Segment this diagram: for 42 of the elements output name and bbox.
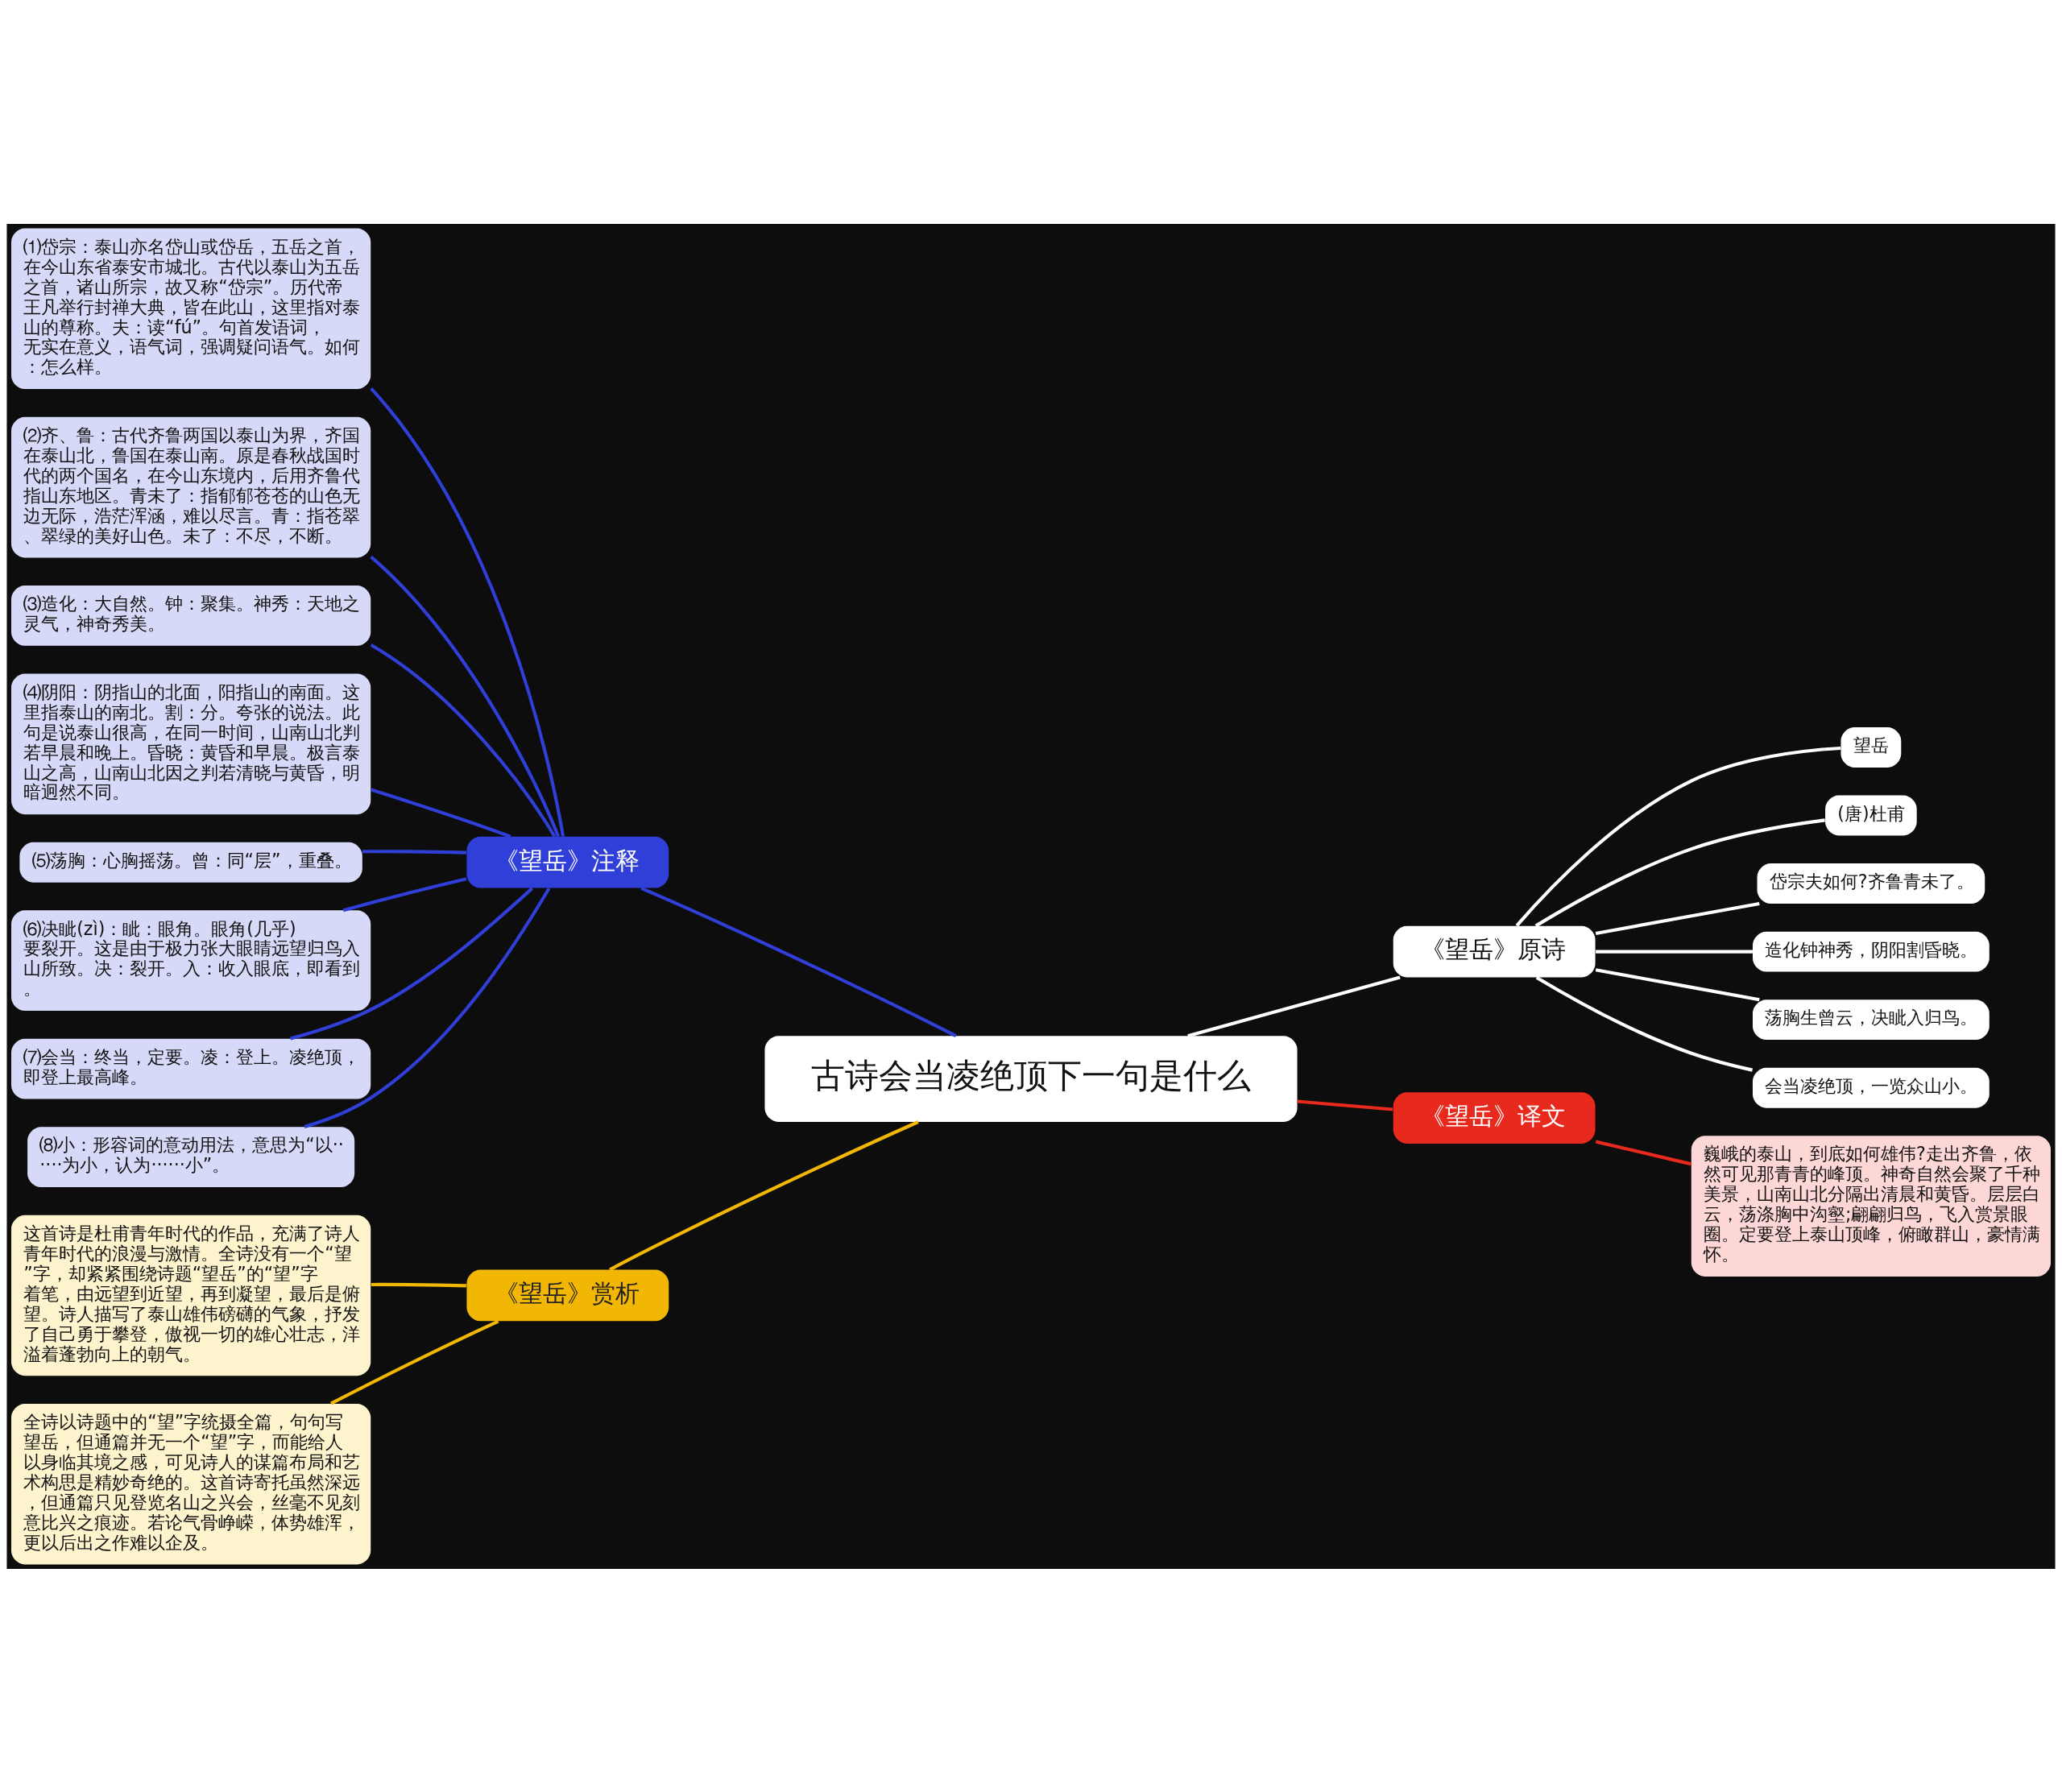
node-box: ⑷阴阳：阴指山的北面，阳指山的南面。这里指泰山的南北。割：分。夸张的说法。此句是说泰山很高，在同一时间，山南山北判若早晨和晚上。昏晓：黄昏和早晨。极言泰山之高，山南山北因之判若清晓与黄昏，明暗迥然不同。 [11, 673, 371, 814]
node-box: 巍峨的泰山，到底如何雄伟?走出齐鲁，依然可见那青青的峰顶。神奇自然会聚了千种美景，山南山北分隔出清晨和黄昏。层层白云，荡涤胸中沟壑;翩翩归鸟，飞入赏景眼圈。定要登上泰山顶峰，俯瞰群山，豪情满怀。 [1691, 1135, 2051, 1277]
connector [304, 887, 551, 1128]
node-box: ⑸荡胸：心胸摇荡。曾：同“层”，重叠。 [19, 842, 362, 883]
connector [371, 788, 511, 838]
node-box: ⑴岱宗：泰山亦名岱山或岱岳，五岳之首，在今山东省泰安市城北。古代以泰山为五岳之首，诸山所宗，故又称“岱宗”。历代帝王凡举行封禅大典，皆在此山，这里指对泰山的尊称。夫：读“fú”。句首发语词，无实在意义，语气词，强调疑问语气。如何：怎么样。 [11, 228, 371, 389]
node-box: (唐)杜甫 [1825, 795, 1917, 835]
node-box: 《望岳》赏析 [466, 1269, 669, 1321]
node-box: ⑵齐、鲁：古代齐鲁两国以泰山为界，齐国在泰山北，鲁国在泰山南。原是春秋战国时代的两个国名，在今山东境内，后用齐鲁代指山东地区。青未了：指郁郁苍苍的山色无边无际，浩茫浑涵，难以尽言。青：指苍翠、翠绿的美好山色。未了：不尽，不断。 [11, 416, 371, 557]
node-box: 岱宗夫如何?齐鲁青未了。 [1757, 863, 1985, 904]
connector [342, 876, 467, 912]
connector [1297, 1099, 1393, 1111]
connector [609, 1119, 919, 1271]
connector [330, 1319, 499, 1405]
connector [362, 849, 466, 855]
node-box: ⑻小：形容词的意动用法，意思为“以······为小，认为······小”。 [27, 1126, 355, 1187]
connector [1596, 950, 1753, 954]
connector [371, 1282, 466, 1287]
node-box: 《望岳》译文 [1393, 1091, 1596, 1144]
node-box: 古诗会当凌绝顶下一句是什么 [764, 1035, 1298, 1122]
node-box: 这首诗是杜甫青年时代的作品，充满了诗人青年时代的浪漫与激情。全诗没有一个“望”字，却紧紧围绕诗题“望岳”的“望”字着笔，由远望到近望，再到凝望，最后是俯望。诗人描写了泰山雄伟磅礴的气象，抒发了自己勇于攀登，傲视一切的雄心壮志，洋溢着蓬勃向上的朝气。 [11, 1215, 371, 1376]
connector [1535, 975, 1754, 1072]
connector [1595, 967, 1760, 1001]
connector [1534, 817, 1825, 927]
node-box: 《望岳》注释 [466, 836, 669, 888]
node-box: ⑶造化：大自然。钟：聚集。神秀：天地之灵气，神奇秀美。 [11, 585, 371, 646]
connector [370, 555, 561, 838]
connector [370, 643, 557, 838]
node-box: ⑹决眦(zì)：眦：眼角。眼角(几乎)要裂开。这是由于极力张大眼睛远望归鸟入山所致。决：裂开。入：收入眼底，即看到。 [11, 909, 371, 1011]
connector [1595, 901, 1760, 935]
node-box: ⑺会当：终当，定要。凌：登上。凌绝顶，即登上最高峰。 [11, 1038, 371, 1099]
node-box: 荡胸生曾云，决眦入归鸟。 [1753, 999, 1990, 1040]
node-box: 《望岳》原诗 [1393, 925, 1596, 977]
connector [1595, 1139, 1692, 1165]
connector [640, 886, 957, 1037]
node-box: 全诗以诗题中的“望”字统摄全篇，句句写望岳，但通篇并无一个“望”字，而能给人以身临其境之感，可见诗人的谋篇布局和艺术构思是精妙奇绝的。这首诗寄托虽然深远，但通篇只见登览名山之兴会，丝毫不见刻意比兴之痕迹。若论气骨峥嵘，体势雄浑，更以后出之作难以企及。 [11, 1403, 371, 1564]
connector [1515, 746, 1841, 927]
node-box: 造化钟神秀，阴阳割昏晓。 [1753, 931, 1990, 972]
node-box: 望岳 [1840, 726, 1902, 768]
node-box: 会当凌绝顶，一览众山小。 [1753, 1067, 1990, 1108]
connector [1187, 975, 1401, 1037]
connector [370, 387, 565, 837]
